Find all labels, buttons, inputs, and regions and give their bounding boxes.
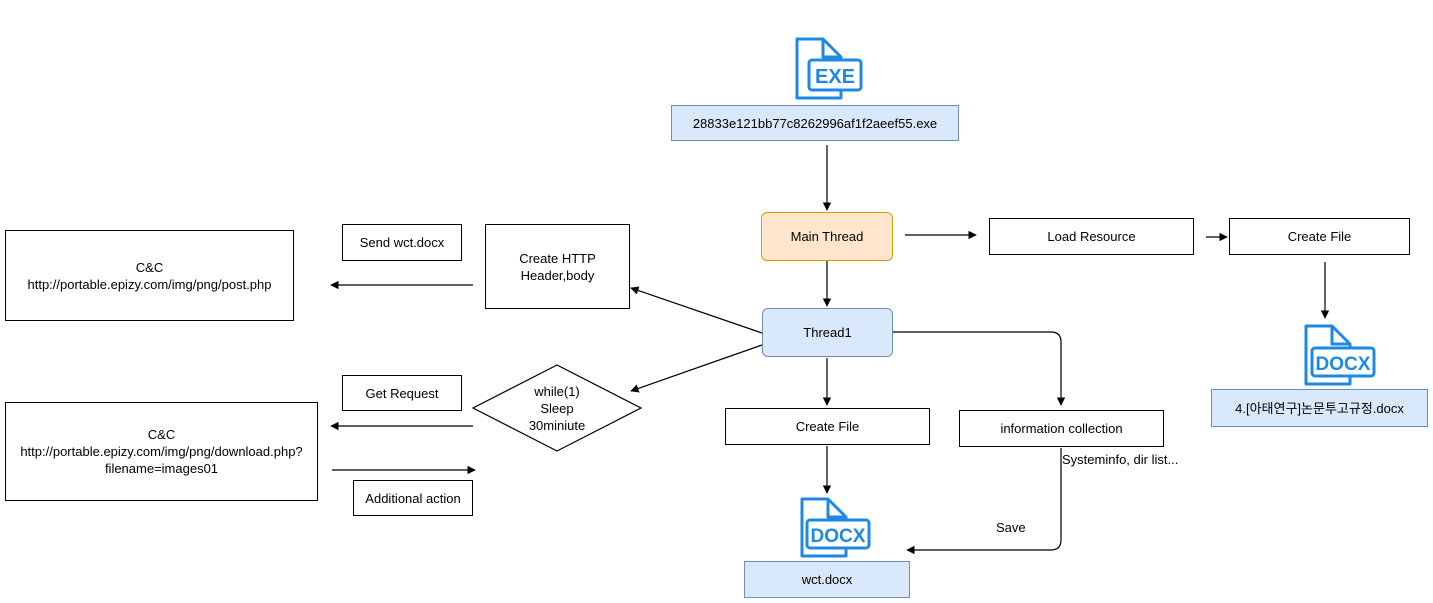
send-wct-node: Send wct.docx xyxy=(342,224,462,261)
cnc-post-node: C&C http://portable.epizy.com/img/png/po… xyxy=(5,230,294,321)
docx-icon-text-bottom: DOCX xyxy=(811,526,866,547)
create-http-node: Create HTTP Header,body xyxy=(485,224,630,309)
thread1-node: Thread1 xyxy=(762,308,893,357)
get-request-node: Get Request xyxy=(342,375,462,411)
while-loop-diamond xyxy=(471,364,643,452)
exe-icon-text: EXE xyxy=(815,66,855,88)
systeminfo-edge-label: Systeminfo, dir list... xyxy=(1062,452,1179,467)
main-thread-node: Main Thread xyxy=(761,212,893,261)
docx-file-icon-right xyxy=(1304,324,1376,386)
exe-filename-label: 28833e121bb77c8262996af1f2aeef55.exe xyxy=(671,105,959,141)
create-file-top-node: Create File xyxy=(1229,218,1410,255)
edge-thread1-to-info-collection xyxy=(893,331,1066,406)
while-loop-label: while(1) Sleep 30miniute xyxy=(528,383,586,433)
info-collection-node: information collection xyxy=(959,410,1164,447)
load-resource-node: Load Resource xyxy=(989,218,1194,255)
cnc-download-node: C&C http://portable.epizy.com/img/png/do… xyxy=(5,402,318,501)
wct-docx-label: wct.docx xyxy=(744,561,910,598)
exe-file-icon xyxy=(795,37,863,100)
docx-filename-label-right: 4.[아태연구]논문투고규정.docx xyxy=(1211,389,1428,427)
save-edge-label: Save xyxy=(996,520,1026,535)
docx-file-icon-bottom xyxy=(800,497,871,558)
create-file-mid-node: Create File xyxy=(725,408,930,445)
edge-info-to-wct-save xyxy=(906,448,1062,555)
additional-action-node: Additional action xyxy=(353,480,473,516)
docx-icon-text-right: DOCX xyxy=(1316,354,1371,375)
edge-thread1-to-while xyxy=(630,344,763,393)
edge-thread1-to-create-http xyxy=(630,286,763,334)
